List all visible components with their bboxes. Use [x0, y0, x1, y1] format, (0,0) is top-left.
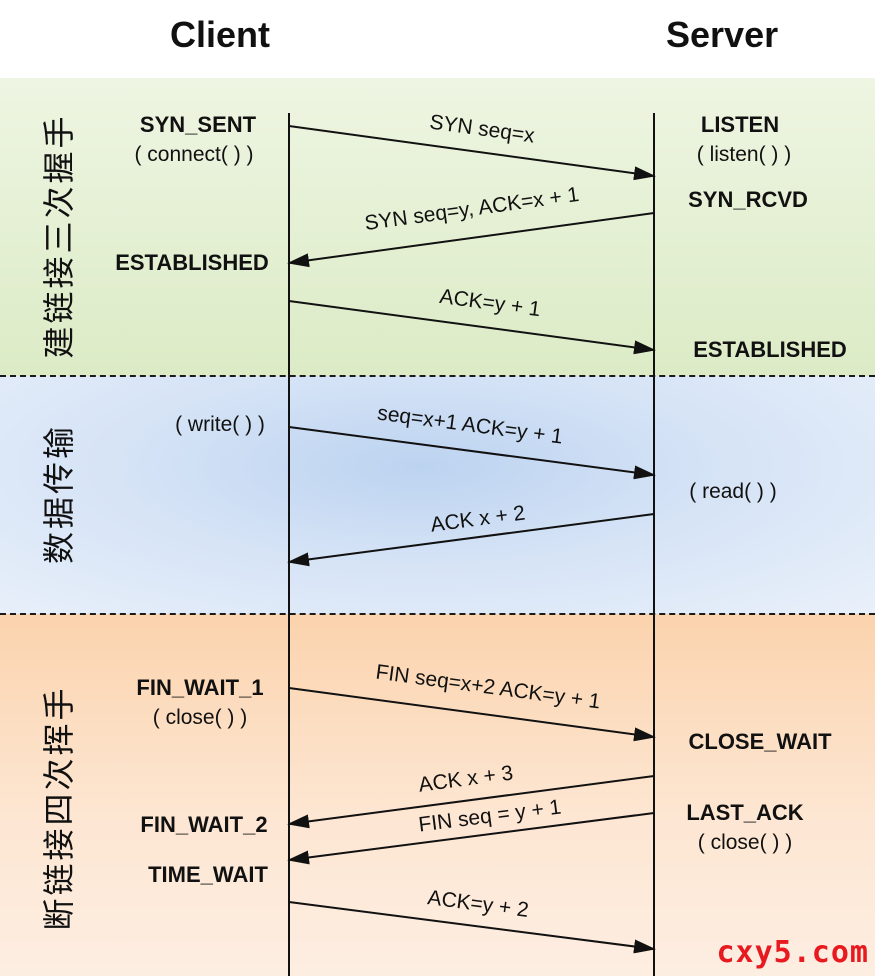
message-arrow — [287, 812, 655, 865]
server-read-call: ( read( ) ) — [689, 480, 777, 503]
server-state-last-ack: LAST_ACK — [686, 800, 804, 825]
client-state-fin-wait-1: FIN_WAIT_1 — [136, 675, 264, 700]
client-state-time-wait: TIME_WAIT — [148, 862, 268, 887]
client-header: Client — [170, 14, 271, 55]
handshake-band — [0, 78, 875, 376]
message-arrow — [287, 775, 655, 829]
client-state-syn-sent: SYN_SENT — [139, 112, 257, 137]
message-arrow — [288, 901, 656, 954]
message-label: ACK x + 2 — [429, 501, 526, 536]
message-arrows — [287, 125, 656, 954]
message-label: ACK x + 3 — [417, 761, 514, 796]
section-divider — [0, 375, 875, 377]
message-arrow — [287, 513, 655, 567]
message-label: SYN seq=x — [428, 110, 536, 147]
section-divider — [0, 613, 875, 615]
client-close-call: ( close( ) ) — [152, 706, 248, 729]
message-label: ACK=y + 1 — [438, 285, 542, 321]
server-listen-call: ( listen( ) ) — [696, 143, 792, 166]
server-state-close-wait: CLOSE_WAIT — [688, 729, 832, 754]
data-transfer-band — [0, 376, 875, 614]
message-arrow — [287, 212, 655, 268]
message-label: FIN seq=x+2 ACK=y + 1 — [374, 661, 602, 714]
server-state-established: ESTABLISHED — [693, 337, 847, 362]
server-state-listen: LISTEN — [700, 112, 780, 137]
message-arrow — [288, 426, 656, 480]
server-header: Server — [666, 14, 779, 55]
message-label: FIN seq = y + 1 — [417, 795, 562, 836]
teardown-band — [0, 614, 875, 976]
message-arrow — [288, 687, 656, 742]
client-state-established: ESTABLISHED — [115, 250, 269, 275]
client-connect-call: ( connect( ) ) — [134, 143, 254, 166]
watermark: cxy5.com — [716, 935, 869, 970]
server-state-syn-rcvd: SYN_RCVD — [688, 187, 808, 212]
message-arrow — [288, 125, 656, 181]
server-close-call: ( close( ) ) — [697, 831, 793, 854]
message-label: ACK=y + 2 — [426, 886, 530, 922]
message-arrow — [288, 300, 656, 355]
client-write-call: ( write( ) ) — [175, 413, 265, 436]
client-state-fin-wait-2: FIN_WAIT_2 — [140, 812, 268, 837]
